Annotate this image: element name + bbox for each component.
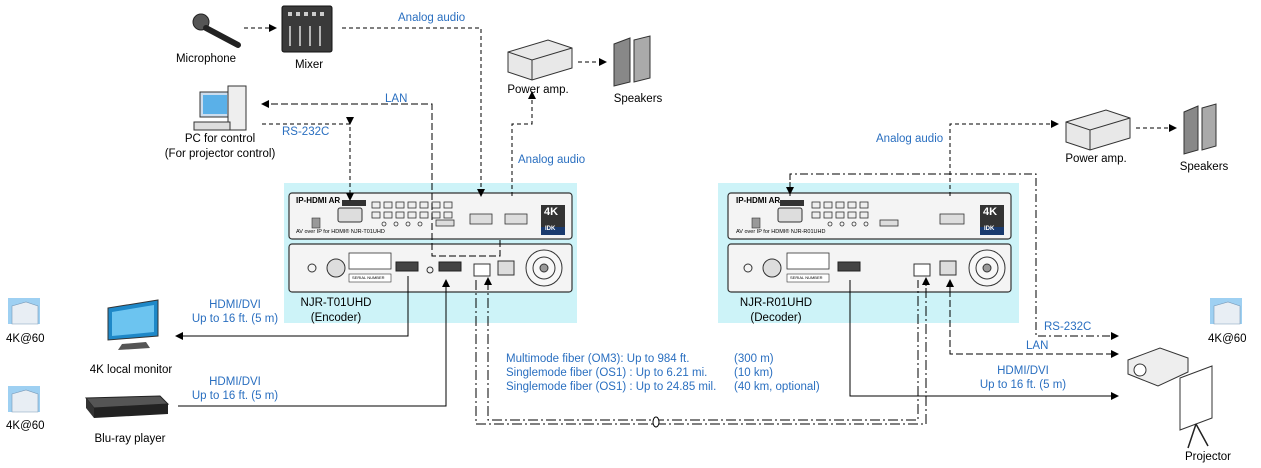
building-icon-right [1210,298,1242,325]
mixer-label: Mixer [294,59,324,71]
encoder-brand: IP-HDMI AR [296,196,341,205]
power-amp-right-label: Power amp. [1065,153,1127,165]
resolution-top-left: 4K@60 [6,333,45,345]
rs232c-right-label: RS-232C [1044,321,1092,333]
analog-audio-right-label: Analog audio [876,133,944,145]
mixer-icon [281,5,333,53]
speakers-right-label: Speakers [1179,161,1229,173]
fiber-metric-2: (40 km, optional) [734,381,820,393]
fiber-type-2: Singlemode fiber (OS1) : Up to 24.85 mil… [506,381,717,393]
fiber-coil-marker [652,416,660,428]
monitor-icon [107,299,159,350]
bluray-icon [84,395,170,418]
fiber-metric-1: (10 km) [734,367,773,379]
decoder-device [727,192,1012,293]
lan-right-label: LAN [1026,340,1049,352]
decoder-subtitle: AV over IP for HDMI® NJR-R01UHD [736,229,826,235]
hdmi-projector-label-2: Up to 16 ft. (5 m) [979,379,1067,391]
building-icon-top-left [8,298,40,325]
lan-left-label: LAN [385,93,408,105]
encoder-maker: IDK [545,226,556,232]
building-icon-bottom-left [8,386,40,413]
speakers-left-label: Speakers [613,93,663,105]
projector-icon [1127,347,1213,449]
hdmi-monitor-label-2: Up to 16 ft. (5 m) [191,313,279,325]
encoder-badge: 4K [544,206,559,218]
microphone-label: Microphone [175,53,237,65]
resolution-bottom-left: 4K@60 [6,420,45,432]
hdmi-projector-label-1: HDMI/DVI [997,365,1049,377]
decoder-badge: 4K [983,206,998,218]
power-amp-right-icon [1065,109,1131,151]
decoder-brand: IP-HDMI AR [736,196,781,205]
encoder-device [288,192,573,293]
analog-audio-left-label: Analog audio [518,154,586,166]
hdmi-bluray-label-2: Up to 16 ft. (5 m) [191,390,279,402]
decoder-serial: SERIAL NUMBER [790,275,823,280]
analog-audio-top-label: Analog audio [398,12,466,24]
microphone-icon [192,13,241,48]
encoder-serial: SERIAL NUMBER [352,275,385,280]
decoder-maker: IDK [984,226,995,232]
bluray-label: Blu-ray player [94,433,166,445]
decoder-role-label: (Decoder) [750,312,802,324]
monitor-label: 4K local monitor [89,364,173,376]
decoder-model-label: NJR-R01UHD [739,297,813,309]
encoder-model-label: NJR-T01UHD [300,297,372,309]
power-amp-left-icon [507,39,573,81]
pc-label-line1: PC for control [184,133,256,145]
fiber-type-0: Multimode fiber (OM3): Up to 984 ft. [506,353,690,365]
hdmi-monitor-label-1: HDMI/DVI [209,299,261,311]
pc-label-line2: (For projector control) [164,148,276,160]
speakers-right-icon [1183,103,1217,155]
fiber-metric-0: (300 m) [734,353,774,365]
encoder-role-label: (Encoder) [310,312,362,324]
pc-icon [193,85,247,131]
connection-lines [175,24,1177,425]
fiber-type-1: Singlemode fiber (OS1) : Up to 6.21 mi. [506,367,708,379]
encoder-subtitle: AV over IP for HDMI® NJR-T01UHD [296,229,385,235]
power-amp-left-label: Power amp. [507,84,569,96]
projector-label: Projector [1184,451,1232,463]
hdmi-bluray-label-1: HDMI/DVI [209,376,261,388]
rs232c-left-label: RS-232C [282,126,330,138]
resolution-right: 4K@60 [1208,333,1247,345]
speakers-left-icon [613,35,651,87]
